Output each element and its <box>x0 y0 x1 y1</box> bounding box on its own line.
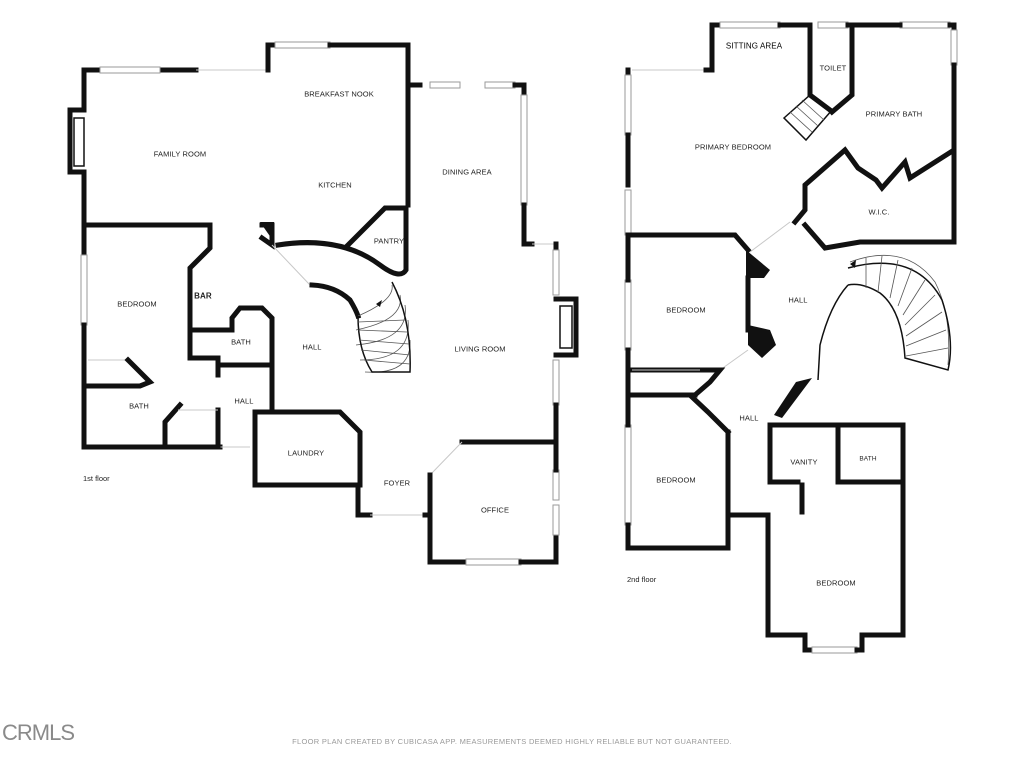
room-label-bedroom: BEDROOM <box>117 299 157 309</box>
room-label-hall-main: HALL <box>302 342 322 352</box>
crmls-logo: CRMLS <box>2 720 75 745</box>
room-label-hall-upper: HALL <box>788 295 808 305</box>
room-label-dining-area: DINING AREA <box>442 167 492 177</box>
room-label-vanity: VANITY <box>790 457 818 467</box>
footer-disclaimer: FLOOR PLAN CREATED BY CUBICASA APP. MEAS… <box>292 737 732 746</box>
room-label-sitting-area: SITTING AREA <box>725 41 783 51</box>
first-floor-plan <box>67 41 579 566</box>
floor-label-second: 2nd floor <box>627 575 657 584</box>
room-label-wic: W.I.C. <box>868 207 890 217</box>
room-label-bath: BATH <box>859 455 877 463</box>
room-label-toilet: TOILET <box>819 63 847 73</box>
room-label-pantry: PANTRY <box>373 236 405 246</box>
floor-label-first: 1st floor <box>83 474 110 483</box>
room-label-bath-lower: BATH <box>129 401 149 411</box>
room-label-breakfast-nook: BREAKFAST NOOK <box>304 89 374 99</box>
room-label-bedroom-b: BEDROOM <box>656 475 696 485</box>
room-label-living-room: LIVING ROOM <box>454 344 506 354</box>
room-label-hall-small: HALL <box>234 396 254 406</box>
room-label-office: OFFICE <box>480 505 510 515</box>
room-label-bar: BAR <box>194 291 212 301</box>
room-label-primary-bedroom: PRIMARY BEDROOM <box>694 142 772 152</box>
room-label-primary-bath: PRIMARY BATH <box>865 109 923 119</box>
room-label-bedroom-c: BEDROOM <box>816 578 856 588</box>
room-label-foyer: FOYER <box>383 478 411 488</box>
room-label-bedroom-a: BEDROOM <box>666 305 706 315</box>
room-label-hall-lower: HALL <box>739 413 759 423</box>
room-label-family-room: FAMILY ROOM <box>153 149 207 159</box>
room-label-bath-upper: BATH <box>231 337 251 347</box>
room-label-laundry: LAUNDRY <box>287 448 325 458</box>
room-label-kitchen: KITCHEN <box>318 180 352 190</box>
second-floor-plan <box>624 21 958 654</box>
